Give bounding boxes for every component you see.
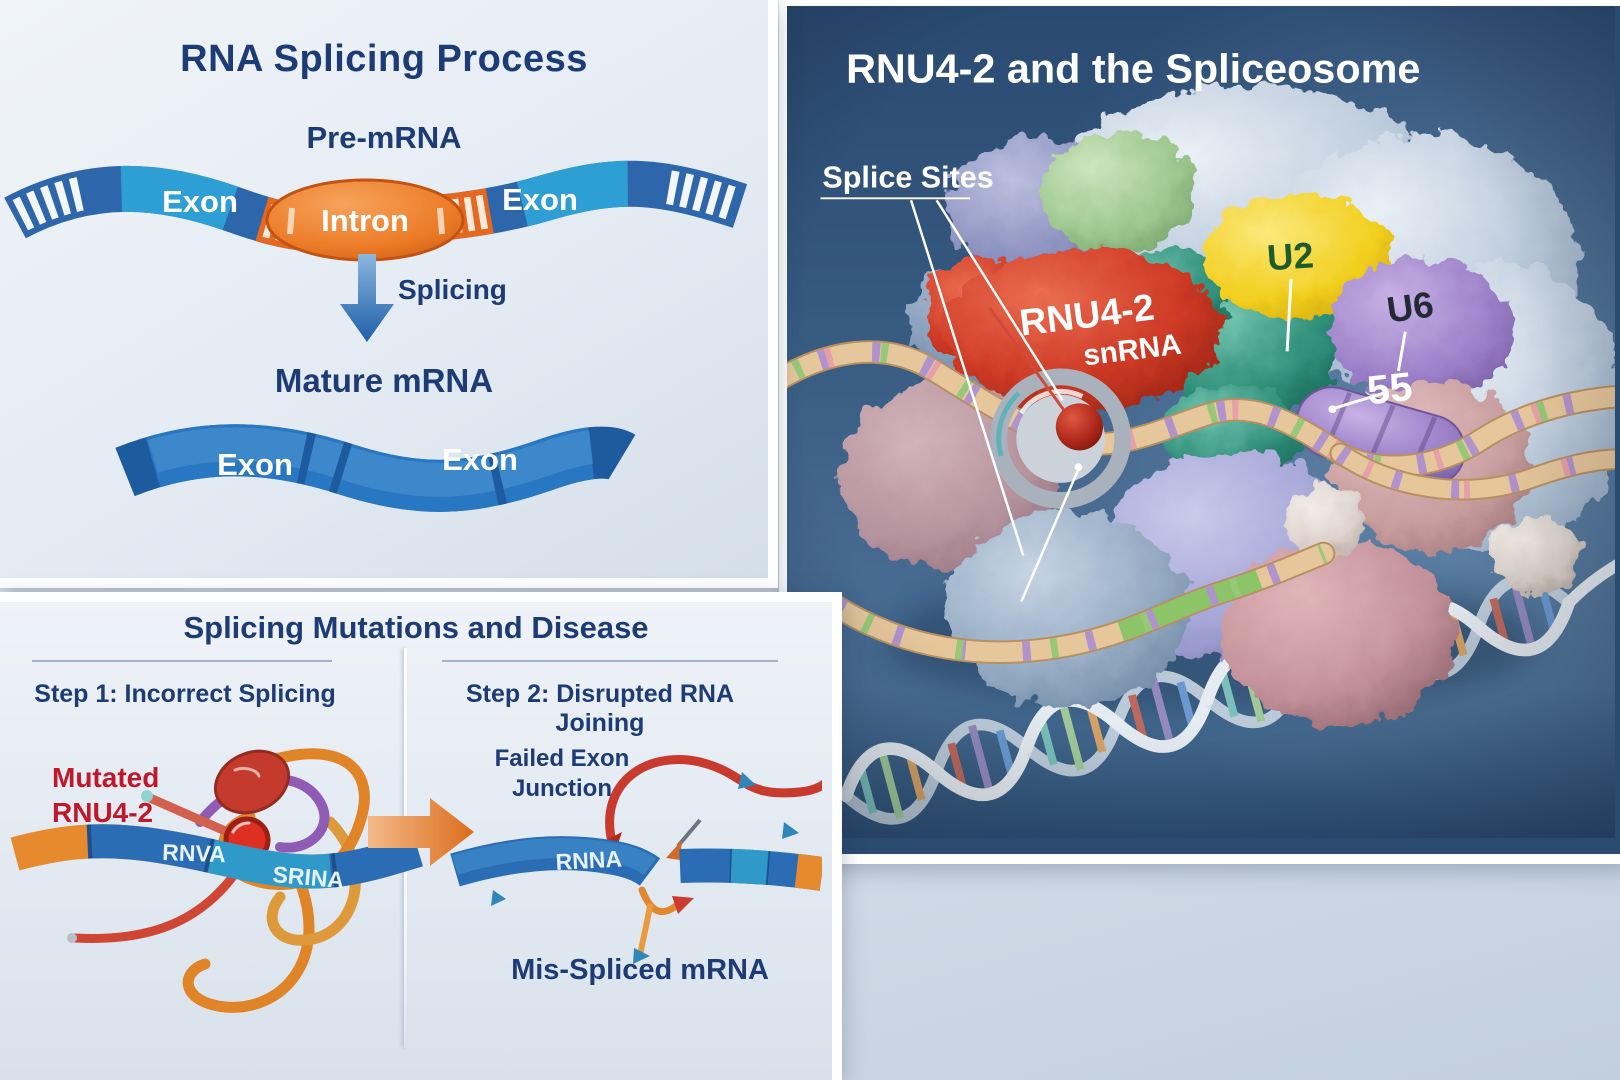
debris-dart-2 (782, 822, 799, 839)
strand-label-right: SRINA (272, 861, 346, 893)
strand-label-left: RNVA (162, 839, 226, 867)
splice-sites-label: Splice Sites (822, 161, 993, 195)
u5-label: 55 (1365, 364, 1414, 413)
spliceosome-title: RNU4-2 and the Spliceosome (846, 46, 1420, 92)
debris-dart-4 (633, 948, 650, 964)
splicing-arrow-label: Splicing (398, 274, 507, 305)
mature-exon-label-left: Exon (217, 447, 293, 482)
splice-sites-leader-2 (935, 199, 1064, 402)
mutated-rnu42-label: Mutated RNU4-2 (52, 762, 160, 828)
exon-label-left: Exon (162, 184, 238, 219)
splice-sites-leader-1 (909, 199, 1025, 556)
mutated-blob (213, 749, 291, 815)
splicing-arrow (340, 254, 394, 342)
step2-heading: Step 2: Disrupted RNA Joining (465, 680, 735, 737)
u2-label: U2 (1266, 234, 1315, 278)
failed-junction-arrow (605, 755, 822, 847)
disrupted-joining-art (455, 755, 822, 964)
leader-lines (909, 199, 1407, 603)
debris-dart-1 (738, 772, 756, 789)
vignette (787, 6, 1615, 838)
mutation-illustrations: RNVA SRINA (0, 748, 822, 1013)
down-arrow (340, 254, 394, 342)
step2-rule (442, 660, 778, 662)
splicing-mutations-panel: Splicing Mutations and Disease Step 1: I… (0, 592, 842, 1080)
mature-mrna-label: Mature mRNA (274, 362, 494, 399)
u6-label: U6 (1384, 284, 1436, 331)
mutations-title: Splicing Mutations and Disease (183, 610, 649, 645)
u2-leader (1285, 278, 1293, 352)
exon-label-right: Exon (502, 182, 578, 217)
debris-dart-3 (491, 890, 506, 906)
spliceosome-panel: RNU4-2 and the Spliceosome Splice Sites … (779, 0, 1620, 864)
broken-strand-label: RNNA (555, 846, 623, 875)
intron-label: Intron (321, 203, 409, 238)
debris-arrow-head (666, 840, 682, 860)
mature-exon-label-right: Exon (442, 442, 518, 477)
step-transition-arrow (368, 798, 474, 866)
mature-mrna-strand: Exon Exon (60, 412, 700, 527)
rna-splicing-process-panel: RNA Splicing Process Pre-mRNA E (0, 0, 778, 588)
mis-spliced-mrna-label: Mis-Spliced mRNA (511, 954, 769, 986)
step1-heading: Step 1: Incorrect Splicing (34, 680, 336, 708)
spliceosome-illustration: RNU4-2 and the Spliceosome Splice Sites … (787, 6, 1615, 838)
u5-leader (1333, 391, 1387, 410)
ring-leader (1020, 468, 1080, 603)
pre-mrna-strand: Exon Intron Exon (0, 158, 768, 262)
failed-exon-junction-label: Failed Exon Junction (494, 745, 630, 802)
u6-leader (1396, 331, 1407, 372)
splicing-process-title: RNA Splicing Process (180, 38, 588, 80)
y-arrowhead (672, 896, 694, 914)
step1-rule (32, 660, 332, 662)
pre-mrna-label: Pre-mRNA (306, 120, 462, 155)
